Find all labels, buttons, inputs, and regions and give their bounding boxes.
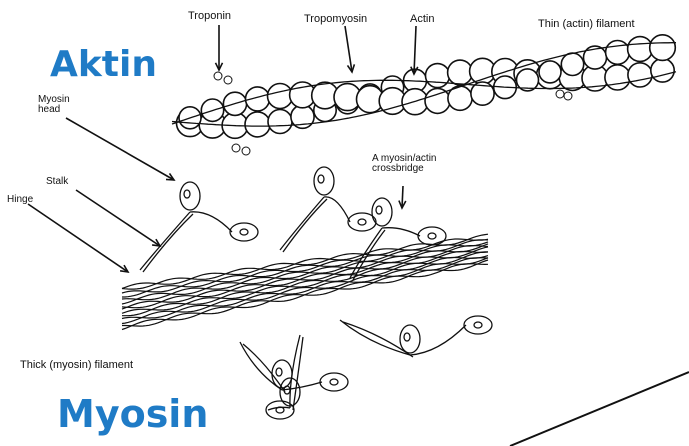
- label-crossbridge: A myosin/actin crossbridge: [372, 154, 436, 174]
- myosin-hinge: [382, 228, 420, 236]
- myosin-hinge: [410, 325, 466, 355]
- actin-bead: [605, 65, 630, 90]
- myosin-head-detail: [330, 379, 338, 385]
- actin-bead: [268, 110, 292, 134]
- myosin-head: [464, 316, 492, 334]
- myosin-stalk: [283, 199, 327, 252]
- actin-bead: [606, 41, 630, 65]
- myosin-head-detail: [428, 233, 436, 239]
- troponin-dot: [556, 90, 564, 98]
- myosin-stalk: [343, 322, 413, 357]
- myosin-head-detail: [240, 229, 248, 235]
- label-thin-filament: Thin (actin) filament: [538, 19, 635, 30]
- troponin-dot: [242, 147, 250, 155]
- actin-bead: [245, 112, 270, 137]
- myosin-head: [266, 401, 294, 419]
- actin-bead: [425, 88, 450, 113]
- heading-myosin: Myosin: [57, 392, 208, 436]
- myosin-head-detail: [358, 219, 366, 225]
- troponin-dot: [232, 144, 240, 152]
- corner-line: [510, 372, 689, 446]
- actin-bead: [268, 84, 293, 109]
- troponin-dot: [564, 92, 572, 100]
- label-arrow: [66, 118, 174, 180]
- heading-aktin: Aktin: [50, 44, 157, 85]
- myosin-stalk: [240, 342, 282, 390]
- myosin-hinge: [190, 212, 232, 232]
- label-troponin: Troponin: [188, 11, 231, 22]
- actin-bead: [448, 60, 473, 85]
- label-hinge: Hinge: [7, 195, 33, 205]
- myosin-hinge: [268, 407, 290, 410]
- actin-bead: [539, 61, 561, 83]
- troponin-dot: [214, 72, 222, 80]
- label-arrow: [402, 186, 403, 208]
- myosin-stalk: [140, 212, 190, 270]
- myosin-head: [230, 223, 258, 241]
- myosin-head-detail: [184, 190, 190, 198]
- actin-bead: [628, 37, 653, 62]
- myosin-head: [418, 227, 446, 245]
- thick-myosin-filament: [122, 234, 488, 329]
- label-stalk: Stalk: [46, 177, 68, 187]
- thick-strand: [122, 240, 488, 293]
- label-arrow: [414, 26, 416, 74]
- label-actin: Actin: [410, 14, 434, 25]
- label-thick-filament: Thick (myosin) filament: [20, 360, 133, 371]
- actin-bead: [651, 59, 674, 82]
- label-arrow: [76, 190, 160, 246]
- myosin-head: [320, 373, 348, 391]
- label-myosin-head: Myosin head: [38, 95, 70, 115]
- label-tropomyosin: Tropomyosin: [304, 14, 367, 25]
- actin-bead: [650, 35, 676, 61]
- myosin-head-detail: [474, 322, 482, 328]
- myosin-stalk: [143, 214, 193, 272]
- label-arrow: [345, 26, 352, 72]
- myosin-head-detail: [376, 206, 382, 214]
- actin-bead: [426, 64, 450, 88]
- actin-bead: [561, 53, 583, 75]
- myosin-head-detail: [276, 368, 282, 376]
- thick-strand: [122, 258, 488, 324]
- actin-bead: [628, 63, 652, 87]
- myosin-hinge: [324, 197, 350, 222]
- myosin-head-detail: [318, 175, 324, 183]
- troponin-dot: [224, 76, 232, 84]
- myosin-stalk: [280, 197, 324, 250]
- myosin-head-detail: [404, 333, 410, 341]
